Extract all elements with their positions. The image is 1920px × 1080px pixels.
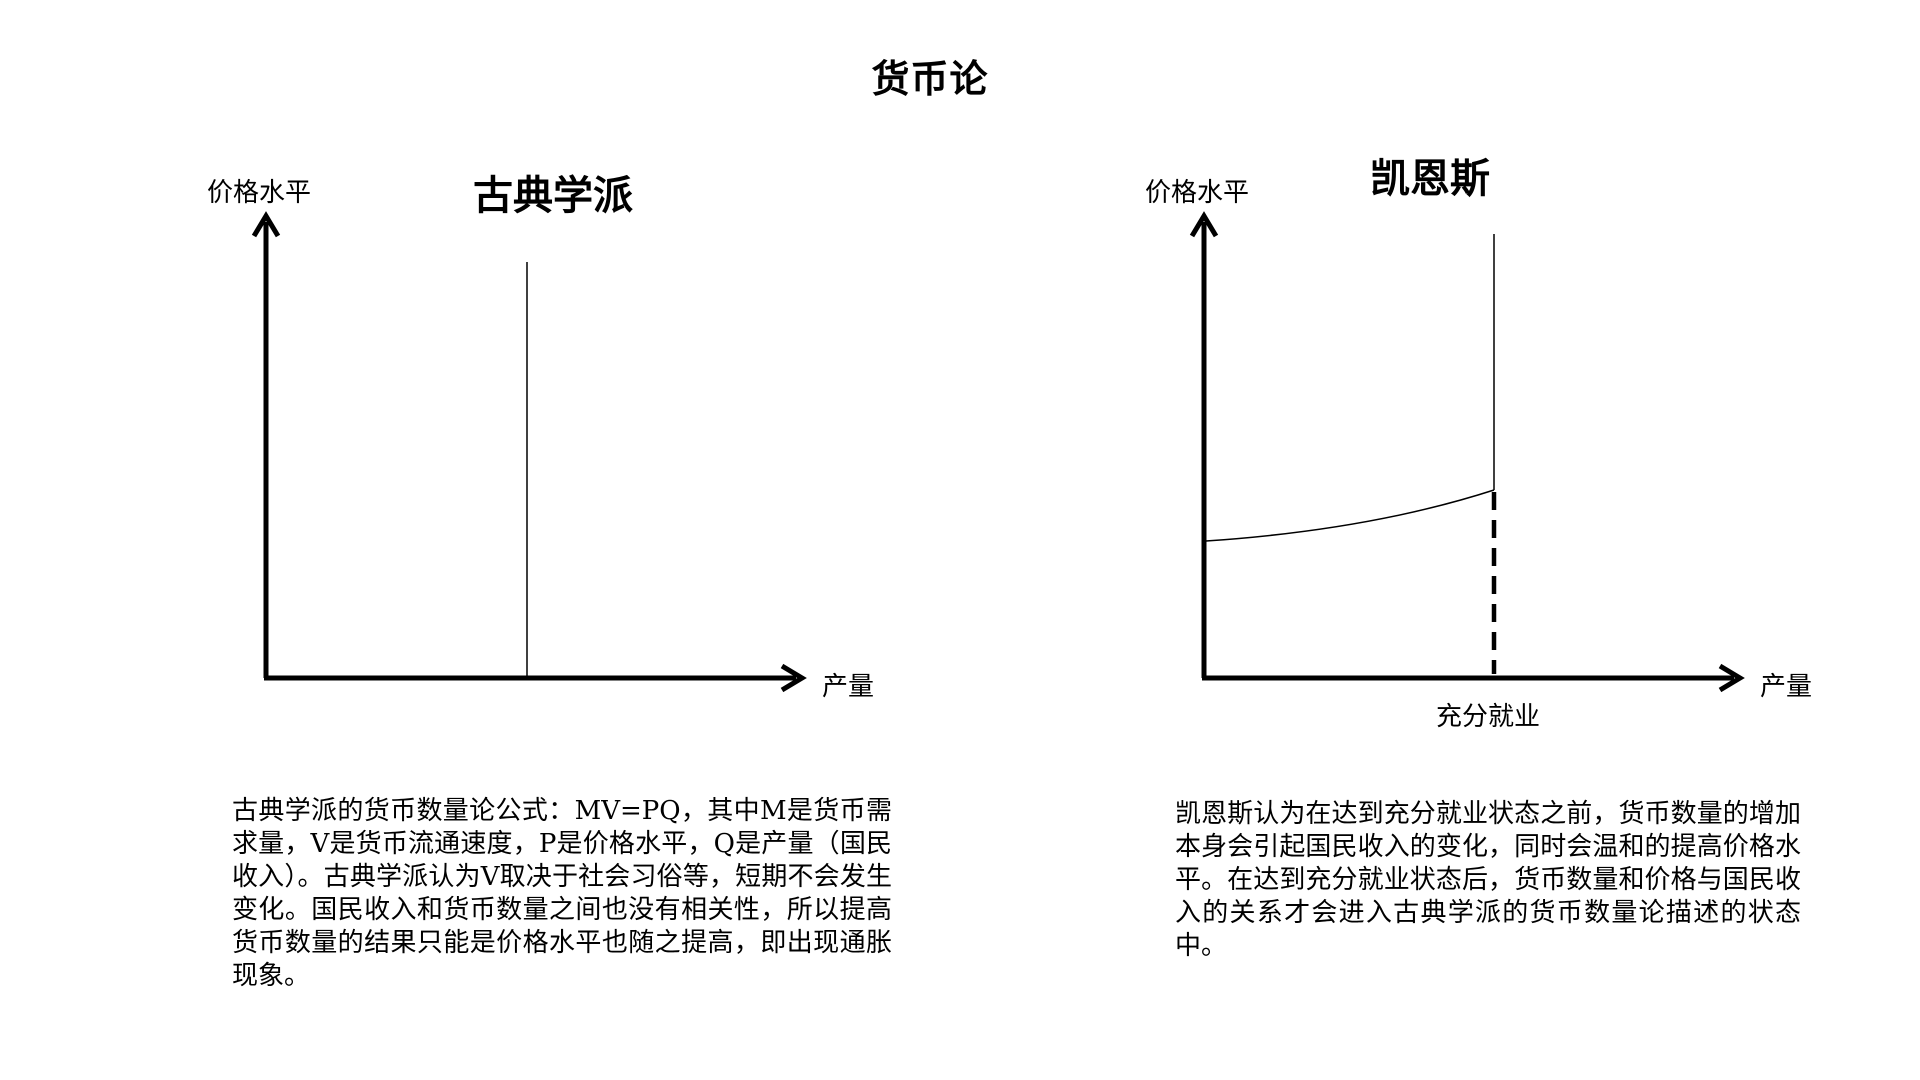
classical-y-axis-label: 价格水平	[207, 178, 312, 208]
classical-diagram-title: 古典学派	[473, 172, 633, 219]
full-employment-label: 充分就业	[1436, 702, 1541, 732]
keynes-description: 凯恩斯认为在达到充分就业状态之前，货币数量的增加本身会引起国民收入的变化，同时会…	[1175, 799, 1801, 961]
keynes-y-axis-arrow	[1189, 211, 1219, 238]
keynes-x-axis-label: 产量	[1760, 672, 1813, 702]
keynes-y-axis-label: 价格水平	[1145, 178, 1250, 208]
classical-y-axis-arrow	[251, 211, 281, 238]
classical-x-axis-label: 产量	[822, 672, 875, 702]
page-title: 货币论	[871, 56, 989, 101]
keynes-diagram-title: 凯恩斯	[1370, 155, 1490, 202]
keynes-x-axis-arrow	[1718, 663, 1745, 693]
classical-x-axis-arrow	[780, 663, 807, 693]
classical-description: 古典学派的货币数量论公式：MV=PQ，其中M是货币需求量，V是货币流通速度，P是…	[232, 796, 892, 991]
keynes-supply-curve	[1205, 489, 1495, 542]
